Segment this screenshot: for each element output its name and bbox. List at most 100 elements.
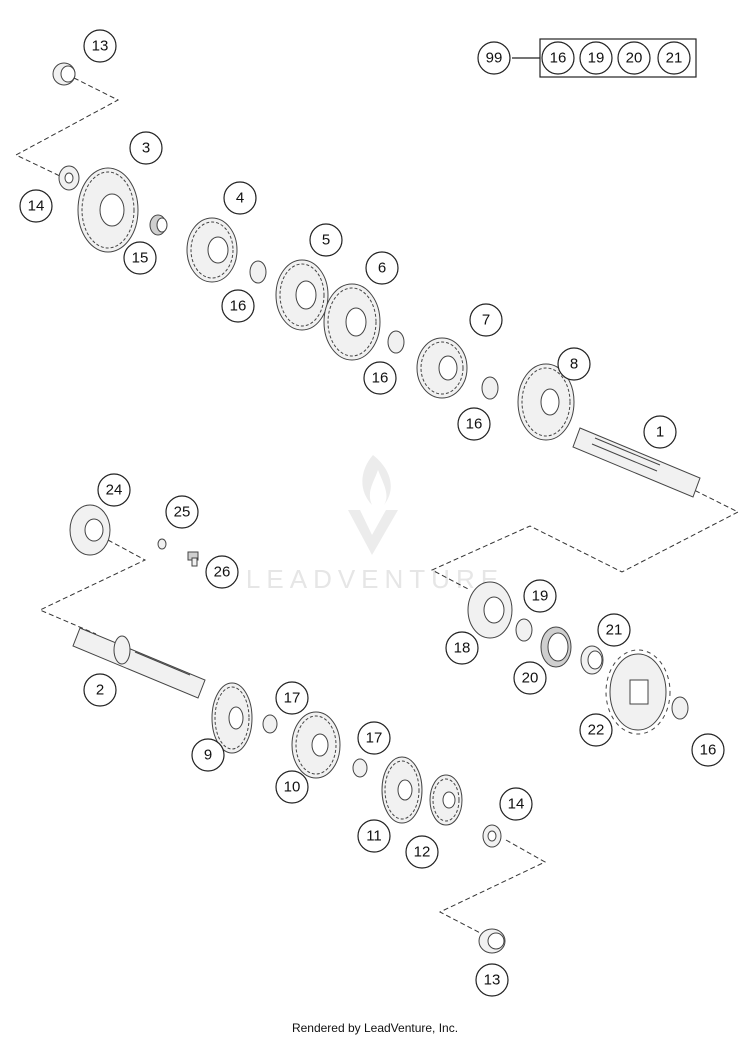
callout-bubbles: 13 14 3 15 4 16 5 6 16 7 8 16 1 24 25 26 2 9 17 10 17 11 12 14 1… (19, 29, 725, 997)
kit-item-label: 16 (550, 50, 567, 67)
leader-13-bottom (438, 839, 547, 939)
circlip-16-c (481, 376, 499, 400)
thrust-washer-17-b (352, 758, 368, 778)
gear-11 (381, 756, 423, 824)
callout-label: 25 (174, 504, 191, 521)
callout-26[interactable]: 26 (205, 555, 239, 589)
kit-item-label: 21 (666, 50, 683, 67)
countershaft-1 (572, 427, 701, 498)
callout-4[interactable]: 4 (223, 181, 257, 215)
kit-item-label: 20 (626, 50, 643, 67)
circlip-16-a (249, 260, 267, 284)
callout-7[interactable]: 7 (469, 303, 503, 337)
callout-label: 10 (284, 779, 301, 796)
circlip-16-b (387, 330, 405, 354)
main-shaft-2 (72, 627, 206, 699)
callout-19[interactable]: 19 (523, 579, 557, 613)
callout-label: 20 (522, 670, 539, 687)
o-ring-19 (515, 618, 533, 642)
callout-label: 14 (508, 796, 525, 813)
callout-16[interactable]: 16 (457, 407, 491, 441)
callout-label: 19 (532, 588, 549, 605)
callout-25[interactable]: 25 (165, 495, 199, 529)
callout-label: 3 (142, 140, 150, 157)
callout-24[interactable]: 24 (97, 473, 131, 507)
callout-10[interactable]: 10 (275, 770, 309, 804)
callout-20[interactable]: 20 (513, 661, 547, 695)
callout-label: 2 (96, 682, 104, 699)
callout-3[interactable]: 3 (129, 131, 163, 165)
leader-shaft-1 (430, 486, 740, 591)
callout-18[interactable]: 18 (445, 631, 479, 665)
callout-label: 8 (570, 356, 578, 373)
callout-2[interactable]: 2 (83, 673, 117, 707)
svg-text:99: 99 (486, 50, 503, 67)
screw-26 (187, 551, 199, 567)
callout-21[interactable]: 21 (597, 613, 631, 647)
callout-5[interactable]: 5 (309, 223, 343, 257)
kit-box (539, 38, 697, 78)
callout-11[interactable]: 11 (357, 819, 391, 853)
washer-25 (157, 538, 167, 550)
callout-label: 16 (372, 370, 389, 387)
gear-3 (77, 167, 139, 253)
spacer-21 (580, 645, 604, 675)
callout-label: 4 (236, 190, 244, 207)
parts (52, 62, 701, 954)
callout-label: 1 (656, 424, 664, 441)
gear-8 (517, 363, 575, 441)
kit-group: 99 16 19 20 21 (477, 38, 697, 78)
callout-label: 16 (700, 742, 717, 759)
callout-label: 21 (606, 622, 623, 639)
callout-label: 17 (366, 730, 383, 747)
callout-label: 16 (230, 298, 247, 315)
callout-label: 22 (588, 722, 605, 739)
callout-8[interactable]: 8 (557, 347, 591, 381)
callout-13[interactable]: 13 (83, 29, 117, 63)
callout-label: 26 (214, 564, 231, 581)
callout-label: 18 (454, 640, 471, 657)
kit-item-20[interactable]: 20 (617, 41, 651, 75)
callout-label: 9 (204, 747, 212, 764)
gear-4 (186, 217, 238, 283)
callout-label: 13 (484, 972, 501, 989)
callout-label: 13 (92, 38, 109, 55)
callout-99[interactable]: 99 (477, 41, 511, 75)
kit-item-16[interactable]: 16 (541, 41, 575, 75)
callout-15[interactable]: 15 (123, 241, 157, 275)
needle-bearing-13-bottom (478, 928, 506, 954)
gear-10 (291, 711, 341, 779)
callout-17[interactable]: 17 (357, 721, 391, 755)
kit-item-19[interactable]: 19 (579, 41, 613, 75)
shaft-seal-20 (540, 626, 572, 668)
callout-13[interactable]: 13 (475, 963, 509, 997)
callout-1[interactable]: 1 (643, 415, 677, 449)
callout-17[interactable]: 17 (275, 681, 309, 715)
callout-12[interactable]: 12 (405, 835, 439, 869)
callout-9[interactable]: 9 (191, 738, 225, 772)
gear-12 (429, 774, 463, 826)
callout-22[interactable]: 22 (579, 713, 613, 747)
kit-item-21[interactable]: 21 (657, 41, 691, 75)
watermark-text: LEADVENTURE (246, 564, 504, 594)
circlip-16-d (671, 696, 689, 720)
kit-item-label: 19 (588, 50, 605, 67)
callout-label: 12 (414, 844, 431, 861)
callout-16[interactable]: 16 (221, 289, 255, 323)
callout-16[interactable]: 16 (363, 361, 397, 395)
washer-14-top (58, 165, 80, 191)
callout-14[interactable]: 14 (499, 787, 533, 821)
callout-label: 11 (366, 828, 382, 845)
callout-label: 24 (106, 482, 123, 499)
callout-16[interactable]: 16 (691, 733, 725, 767)
leader-13-top (14, 77, 120, 177)
callout-6[interactable]: 6 (365, 251, 399, 285)
ball-bearing-24 (69, 504, 111, 556)
callout-label: 5 (322, 232, 330, 249)
callout-14[interactable]: 14 (19, 189, 53, 223)
leader-24 (38, 539, 147, 635)
gear-7 (416, 337, 468, 399)
gear-9 (211, 682, 253, 754)
callout-label: 14 (28, 198, 45, 215)
